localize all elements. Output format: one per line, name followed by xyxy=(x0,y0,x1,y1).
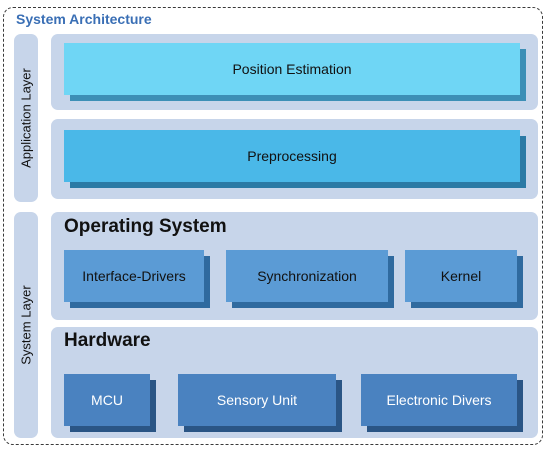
preprocessing-panel: Preprocessing xyxy=(51,119,538,199)
position-estimation-panel: Position Estimation xyxy=(51,34,538,110)
mcu-block: MCU xyxy=(64,374,150,426)
architecture-frame xyxy=(3,7,543,445)
synchronization-block: Synchronization xyxy=(226,250,388,302)
application-layer-bar: Application Layer xyxy=(14,34,38,202)
application-layer-label: Application Layer xyxy=(18,68,34,168)
hardware-panel: Hardware MCU Sensory Unit Electronic Div… xyxy=(51,327,538,438)
electronic-divers-block: Electronic Divers xyxy=(361,374,517,426)
operating-system-heading: Operating System xyxy=(64,216,227,237)
interface-drivers-block: Interface-Drivers xyxy=(64,250,204,302)
kernel-block: Kernel xyxy=(405,250,517,302)
position-estimation-block: Position Estimation xyxy=(64,43,520,95)
operating-system-panel: Operating System Interface-Drivers Synch… xyxy=(51,212,538,320)
hardware-heading: Hardware xyxy=(64,330,151,351)
diagram-title: System Architecture xyxy=(14,11,154,27)
system-layer-bar: System Layer xyxy=(14,212,38,438)
system-layer-label: System Layer xyxy=(18,285,34,365)
sensory-unit-block: Sensory Unit xyxy=(178,374,336,426)
preprocessing-block: Preprocessing xyxy=(64,130,520,182)
